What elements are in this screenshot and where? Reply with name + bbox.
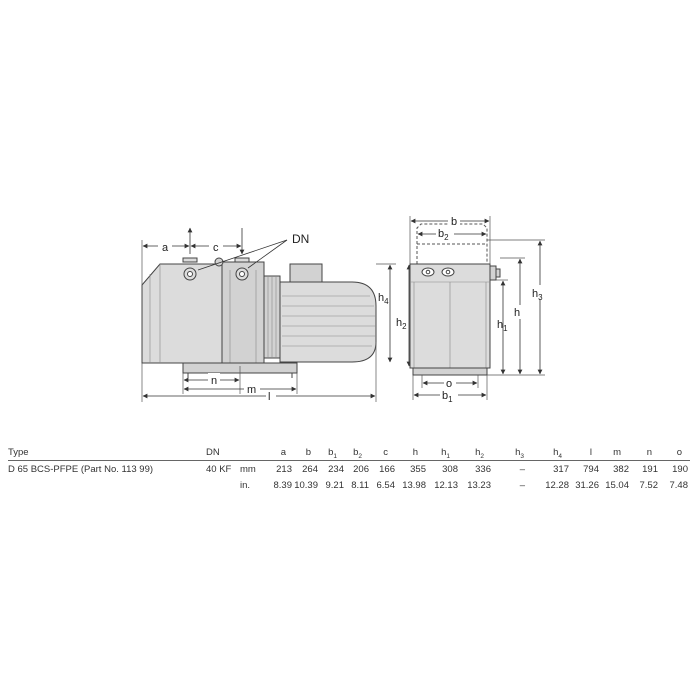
unit: mm xyxy=(240,464,256,475)
table-row: D 65 BCS-PFPE (Part No. 113 99) 40 KF mm… xyxy=(8,461,690,477)
header-m: m xyxy=(613,447,621,458)
table-row: in. 8.39 10.39 9.21 8.11 6.54 13.98 12.1… xyxy=(8,477,690,493)
label-a: a xyxy=(162,242,169,254)
value-a: 8.39 xyxy=(273,480,293,491)
dn-value: 40 KF xyxy=(206,464,232,475)
terminal-box xyxy=(289,263,323,283)
header-dn: DN xyxy=(206,447,220,458)
value-c: 6.54 xyxy=(376,480,396,491)
front-view: b b2 o b1 h1 h h3 xyxy=(409,214,548,404)
header-h: h xyxy=(412,447,418,458)
label-dn: DN xyxy=(292,232,309,246)
value-l: 31.26 xyxy=(575,480,599,491)
value-h4: 12.28 xyxy=(545,480,569,491)
value-b1: 9.21 xyxy=(325,480,345,491)
header-h4: h4 xyxy=(553,447,562,460)
header-h3: h3 xyxy=(515,447,524,460)
value-m: 382 xyxy=(613,464,629,475)
label-h4: h4 xyxy=(378,292,389,306)
model-name: D 65 BCS-PFPE (Part No. 113 99) xyxy=(8,464,154,475)
header-h2: h2 xyxy=(475,447,484,460)
value-h3: – xyxy=(519,464,525,475)
header-b: b xyxy=(305,447,311,458)
value-m: 15.04 xyxy=(605,480,629,491)
header-h1: h1 xyxy=(441,447,450,460)
label-n: n xyxy=(211,375,217,387)
header-a: a xyxy=(280,447,286,458)
value-h3: – xyxy=(519,480,525,491)
label-h1: h1 xyxy=(497,319,508,333)
front-base xyxy=(412,367,488,376)
value-l: 794 xyxy=(583,464,599,475)
side-view: DN a c n m l h4 h2 xyxy=(141,227,412,403)
value-b2: 206 xyxy=(353,464,369,475)
value-h1: 308 xyxy=(442,464,458,475)
label-b2: b2 xyxy=(438,228,449,242)
label-o: o xyxy=(446,378,452,390)
motor xyxy=(279,281,377,363)
value-b: 10.39 xyxy=(294,480,318,491)
value-n: 7.52 xyxy=(639,480,659,491)
value-b1: 234 xyxy=(328,464,344,475)
inlet-port xyxy=(182,257,198,281)
label-h2: h2 xyxy=(396,317,407,331)
value-h: 13.98 xyxy=(402,480,426,491)
label-h: h xyxy=(514,307,520,319)
value-b: 264 xyxy=(302,464,318,475)
value-h2: 13.23 xyxy=(467,480,491,491)
dimensions-table: Type DN a b b1 b2 c h h1 h2 h3 h4 l m n … xyxy=(8,444,690,493)
value-b2: 8.11 xyxy=(351,480,369,491)
label-c: c xyxy=(213,242,219,254)
header-b2: b2 xyxy=(353,447,362,460)
value-h4: 317 xyxy=(553,464,569,475)
label-m: m xyxy=(247,384,256,396)
header-o: o xyxy=(676,447,682,458)
exhaust-port xyxy=(234,257,250,281)
value-n: 191 xyxy=(642,464,658,475)
label-l: l xyxy=(268,391,270,403)
label-h3: h3 xyxy=(532,288,543,302)
technical-drawing: DN a c n m l h4 h2 xyxy=(141,214,548,404)
value-c: 166 xyxy=(379,464,395,475)
header-type: Type xyxy=(8,447,29,458)
header-c: c xyxy=(383,447,388,458)
label-b1: b1 xyxy=(442,390,453,404)
value-o: 7.48 xyxy=(669,480,689,491)
unit: in. xyxy=(240,480,251,491)
header-n: n xyxy=(646,447,652,458)
value-h1: 12.13 xyxy=(434,480,458,491)
table-header-row: Type DN a b b1 b2 c h h1 h2 h3 h4 l m n … xyxy=(8,444,690,461)
value-h: 355 xyxy=(410,464,426,475)
label-b: b xyxy=(451,216,457,228)
value-o: 190 xyxy=(672,464,688,475)
value-a: 213 xyxy=(276,464,292,475)
header-l: l xyxy=(589,447,592,458)
header-b1: b1 xyxy=(328,447,337,460)
value-h2: 336 xyxy=(475,464,491,475)
